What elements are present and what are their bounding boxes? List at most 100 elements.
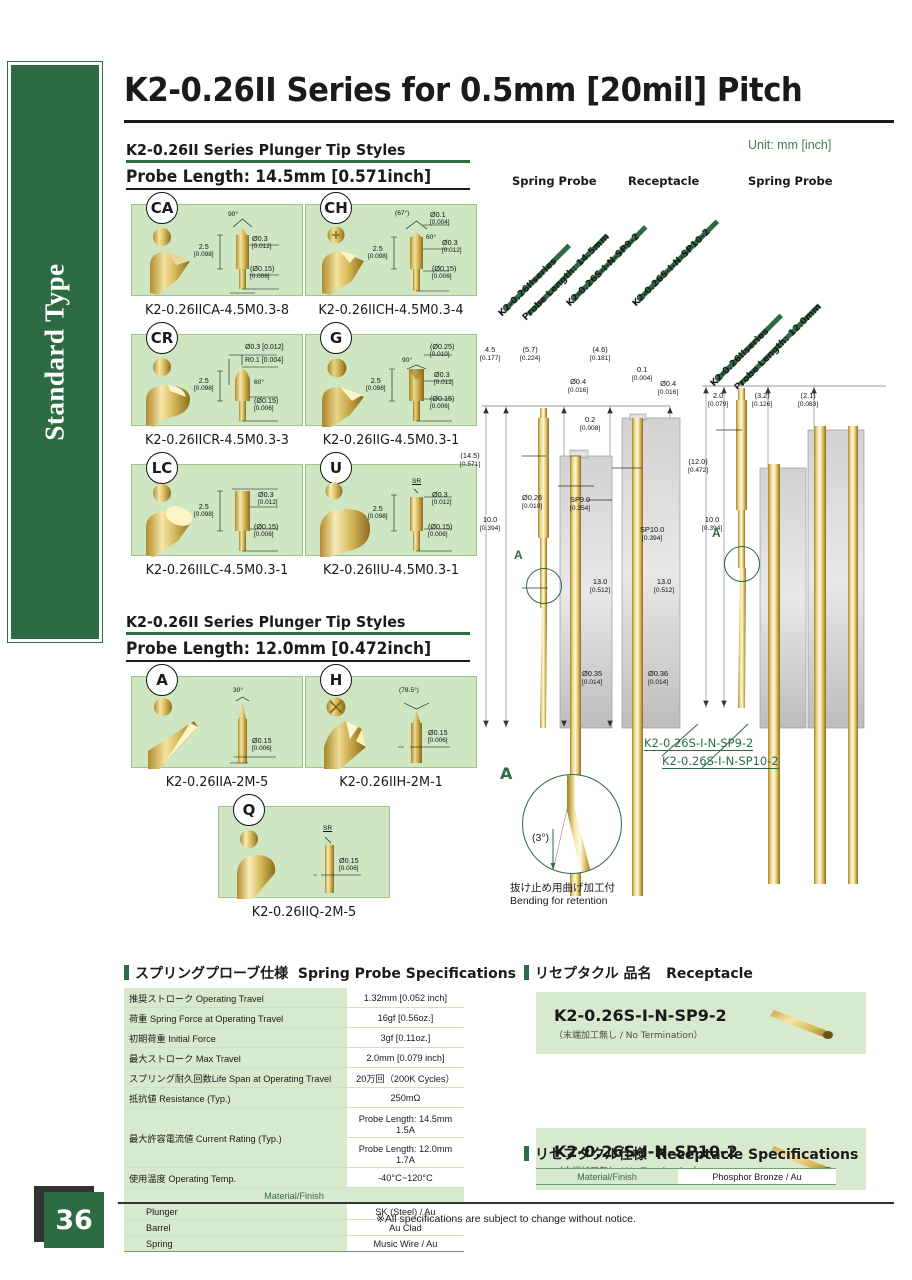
- footer-divider: [118, 1202, 894, 1204]
- tip-badge-cr: CR: [146, 322, 178, 354]
- tip-illustration-g: [322, 358, 424, 427]
- detail-a-circle: [522, 774, 622, 874]
- table-row: 最大ストローク Max Travel 2.0mm [0.079 inch]: [124, 1047, 464, 1068]
- receptacle-spec-table: Material/Finish Phosphor Bronze / Au: [536, 1168, 836, 1185]
- section1-subrule: [126, 188, 470, 190]
- tip-dimlines-ca: [217, 218, 279, 294]
- section1-heading: K2-0.26II Series Plunger Tip Styles: [126, 141, 406, 159]
- tip-dim-g-3: (Ø0.15)[0.006]: [430, 394, 455, 411]
- ddim-right-4: 10.0[0.394]: [702, 515, 723, 532]
- tip-card-a: A 30° Ø0.15[0.006] K2-0.26IIA-2M-5: [131, 664, 303, 790]
- callout-marker-right: A: [712, 526, 721, 540]
- tip-card-lc: LC 2.5[0.098] Ø0.3[0.012] (Ø0.15)[0.006]…: [131, 452, 303, 578]
- drawing-part-number-0: K2-0.26S-I-N-SP9-2: [644, 736, 754, 751]
- ddim-left-15: Ø0.36[0.014]: [648, 669, 669, 686]
- tip-dimlines-ch: [391, 220, 449, 292]
- drawing-geometry: [482, 385, 886, 896]
- tip-dim-cr-0: 2.5[0.098]: [194, 376, 214, 393]
- receptacle-tube-illustration-0: [770, 1010, 833, 1039]
- spec-label-5: 抵抗値 Resistance (Typ.): [124, 1087, 347, 1108]
- callout-ring-left: [526, 568, 562, 604]
- tip-dim-cr-1: Ø0.3 [0.012]: [245, 344, 284, 351]
- ddim-left-4: Ø0.4[0.016]: [568, 377, 589, 394]
- table-row: 抵抗値 Resistance (Typ.) 250mΩ: [124, 1087, 464, 1108]
- ddim-left-3: 0.1[0.004]: [632, 365, 653, 382]
- tip-dim-cr-2: R0.1 [0.004]: [245, 357, 284, 364]
- drawing-part-number-1: K2-0.26S-I-N-SP10-2: [662, 754, 779, 769]
- spec-label-2: 初期荷重 Initial Force: [124, 1027, 347, 1048]
- tip-badge-ch: CH: [320, 192, 352, 224]
- detail-a-angle: (3°): [532, 832, 550, 844]
- spec-value-current-1: Probe Length: 12.0mm 1.7A: [346, 1137, 464, 1168]
- drawing-col-title-1: Receptacle: [628, 174, 700, 188]
- footer-note: ※All specifications are subject to chang…: [376, 1213, 636, 1225]
- receptacle-title-en: Receptacle: [666, 966, 753, 982]
- receptacle-card-0: K2-0.26S-I-N-SP9-2 （末端加工無し / No Terminat…: [536, 992, 866, 1054]
- spec-value-5: 250mΩ: [346, 1087, 464, 1108]
- receptacle-title-jp: リセプタクル 品名: [535, 966, 652, 982]
- section1-subheading: Probe Length: 14.5mm [0.571inch]: [126, 167, 432, 186]
- tip-card-q: Q SR Ø0.15[0.006] K2-0.26IIQ-2M-5: [218, 794, 390, 920]
- ddim-left-1: (5.7)[0.224]: [520, 345, 541, 362]
- spec-value-0: 1.32mm [0.052 inch]: [346, 988, 464, 1008]
- tip-partno-lc: K2-0.26IILC-4.5M0.3-1: [145, 562, 289, 578]
- spec-label-current-rating: 最大許容電流値 Current Rating (Typ.): [124, 1107, 347, 1168]
- tip-dimlines-q: [313, 836, 361, 876]
- tip-dim-lc-0: 2.5[0.098]: [194, 502, 214, 519]
- tip-badge-ca: CA: [146, 192, 178, 224]
- ddim-left-2: (4.6)[0.181]: [590, 345, 611, 362]
- spring-spec-title-en: Spring Probe Specifications: [297, 966, 516, 982]
- ddim-left-9: SP9.0[0.354]: [570, 495, 591, 512]
- spec-label-1: 荷重 Spring Force at Operating Travel: [124, 1007, 347, 1028]
- ddim-left-6: 0.2[0.008]: [580, 415, 601, 432]
- sidebar-standard-type-tab: Standard Type: [8, 62, 102, 642]
- tip-card-ch: CH (67°) 60° 2.5[0.098] Ø0.1[0.004] Ø0.3…: [305, 192, 477, 318]
- tip-dim-ca-0: 2.5[0.098]: [194, 242, 214, 259]
- spec-material-label-1: Barrel: [124, 1219, 347, 1236]
- tip-angle-ch: (67°): [395, 210, 410, 217]
- unit-note: Unit: mm [inch]: [748, 138, 832, 152]
- tip-illustration-ca: [150, 227, 249, 295]
- tip-dim-g-2: Ø0.3[0.012]: [434, 370, 454, 387]
- ddim-right-0: 2.0[0.079]: [708, 391, 729, 408]
- table-row: Plunger SK (Steel) / Au: [124, 1203, 464, 1220]
- tip-partno-q: K2-0.26IIQ-2M-5: [251, 904, 357, 920]
- tip-dim-q-0: Ø0.15[0.006]: [339, 856, 359, 873]
- tip-dim-cr-3: (Ø0.15)[0.006]: [254, 396, 279, 413]
- tip-dim-h-0: Ø0.15[0.006]: [428, 728, 448, 745]
- tip-card-u: U SR 2.5[0.098] Ø0.3[0.012] (Ø0.15)[0.00…: [305, 452, 477, 578]
- tip-angle-u: SR: [412, 478, 422, 485]
- tip-dim-ca-1: Ø0.3[0.012]: [252, 234, 272, 251]
- receptacle-spec-title-bar: [524, 1146, 529, 1161]
- receptacle-title: リセプタクル 品名 Receptacle: [524, 963, 753, 983]
- tip-badge-lc: LC: [146, 452, 178, 484]
- table-row-current-rating: 最大許容電流値 Current Rating (Typ.) Probe Leng…: [124, 1107, 464, 1168]
- technical-drawing: Spring Probe Receptacle Spring Probe K2-…: [460, 168, 912, 908]
- tip-dim-ch-1: Ø0.1[0.004]: [430, 210, 450, 227]
- tip-angle-h: (78.5°): [399, 687, 419, 694]
- tip-angle-ca: 90°: [228, 211, 238, 218]
- table-row: スプリング耐久回数Life Span at Operating Travel 2…: [124, 1067, 464, 1088]
- tip-partno-cr: K2-0.26IICR-4.5M0.3-3: [145, 432, 289, 448]
- spec-label-0: 推奨ストローク Operating Travel: [124, 988, 347, 1008]
- detail-a-caption-en: Bending for retention: [510, 895, 608, 907]
- tip-partno-ca: K2-0.26IICA-4.5M0.3-8: [144, 302, 290, 318]
- spec-value-1: 16gf [0.56oz.]: [346, 1007, 464, 1028]
- drawing-col-title-0: Spring Probe: [512, 174, 597, 188]
- tip-dim-g-0: 2.5[0.098]: [366, 376, 386, 393]
- tip-card-h: H (78.5°) Ø0.15[0.006] K2-0.26IIH-2M-1: [305, 664, 477, 790]
- tip-dim-u-0: 2.5[0.098]: [368, 504, 388, 521]
- section2-subheading: Probe Length: 12.0mm [0.472inch]: [126, 639, 432, 658]
- tip-dimlines-u: [391, 488, 452, 552]
- spec-value-current-0: Probe Length: 14.5mm 1.5A: [346, 1107, 464, 1138]
- table-row: Spring Music Wire / Au: [124, 1235, 464, 1252]
- tip-illustration-a: [148, 698, 247, 769]
- table-row: Material/Finish Phosphor Bronze / Au: [536, 1168, 836, 1185]
- tip-badge-g: G: [320, 322, 352, 354]
- tip-dimlines-g: [389, 354, 452, 422]
- tip-dim-a-0: Ø0.15[0.006]: [252, 736, 272, 753]
- tip-dim-lc-2: (Ø0.15)[0.006]: [254, 522, 279, 539]
- callout-ring-right: [724, 546, 760, 582]
- tip-card-ca: CA 90° 2.5[0.098] Ø0.3[0.012] (Ø0.15)[0.…: [131, 192, 303, 318]
- spring-spec-title-jp: スプリングプローブ仕様: [135, 966, 289, 982]
